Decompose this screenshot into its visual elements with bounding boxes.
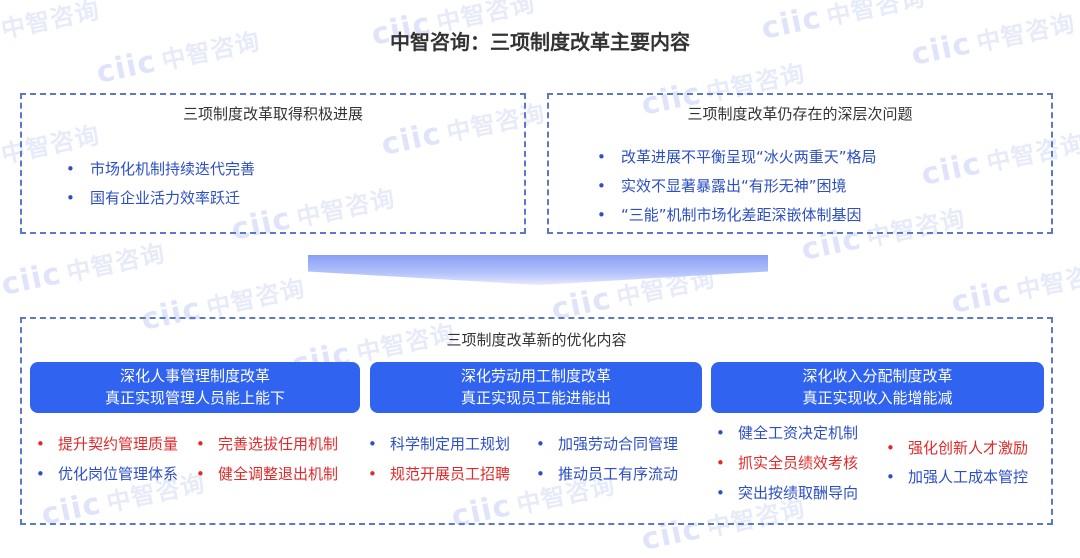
list-item: 科学制定用工规划 bbox=[368, 433, 510, 454]
list-item: 健全工资决定机制 bbox=[716, 422, 858, 443]
list-item: 改革进展不平衡呈现“冰火两重天”格局 bbox=[597, 143, 877, 172]
hr-reform-header: 深化人事管理制度改革 真正实现管理人员能上能下 bbox=[30, 362, 360, 413]
header-line: 真正实现员工能进能出 bbox=[460, 389, 611, 407]
income-reform-header: 深化收入分配制度改革 真正实现收入能增能减 bbox=[711, 362, 1044, 413]
list-item: 规范开展员工招聘 bbox=[368, 463, 510, 484]
issues-list: 改革进展不平衡呈现“冰火两重天”格局 实效不显著暴露出“有形无神”困境 “三能”… bbox=[597, 143, 877, 230]
labor-reform-header: 深化劳动用工制度改革 真正实现员工能进能出 bbox=[370, 362, 702, 413]
list-item: 加强劳动合同管理 bbox=[536, 433, 678, 454]
list-item: 优化岗位管理体系 bbox=[36, 463, 178, 484]
list-item: 抓实全员绩效考核 bbox=[716, 452, 858, 473]
header-line: 深化人事管理制度改革 bbox=[119, 367, 270, 385]
issues-box: 三项制度改革仍存在的深层次问题 改革进展不平衡呈现“冰火两重天”格局 实效不显著… bbox=[547, 93, 1053, 234]
header-line: 真正实现收入能增能减 bbox=[802, 389, 953, 407]
list-item: 国有企业活力效率跃迁 bbox=[66, 184, 255, 213]
progress-list: 市场化机制持续迭代完善 国有企业活力效率跃迁 bbox=[66, 155, 255, 213]
list-item: 实效不显著暴露出“有形无神”困境 bbox=[597, 172, 877, 201]
list-item: “三能”机制市场化差距深嵌体制基因 bbox=[597, 201, 877, 230]
header-line: 深化劳动用工制度改革 bbox=[460, 367, 611, 385]
list-item: 健全调整退出机制 bbox=[196, 463, 338, 484]
issues-box-title: 三项制度改革仍存在的深层次问题 bbox=[687, 105, 913, 123]
list-item: 市场化机制持续迭代完善 bbox=[66, 155, 255, 184]
list-item: 强化创新人才激励 bbox=[886, 437, 1028, 458]
progress-box: 三项制度改革取得积极进展 市场化机制持续迭代完善 国有企业活力效率跃迁 bbox=[20, 93, 526, 234]
list-item: 推动员工有序流动 bbox=[536, 463, 678, 484]
page-title: 中智咨询：三项制度改革主要内容 bbox=[390, 30, 690, 54]
progress-box-title: 三项制度改革取得积极进展 bbox=[182, 105, 363, 123]
header-line: 深化收入分配制度改革 bbox=[802, 367, 953, 385]
list-item: 提升契约管理质量 bbox=[36, 433, 178, 454]
header-line: 真正实现管理人员能上能下 bbox=[104, 389, 285, 407]
optimization-box-title: 三项制度改革新的优化内容 bbox=[446, 331, 627, 349]
list-item: 加强人工成本管控 bbox=[886, 466, 1028, 487]
list-item: 突出按绩取酬导向 bbox=[716, 482, 858, 503]
watermark: ciic中智咨询 bbox=[948, 256, 1080, 321]
optimization-box: 三项制度改革新的优化内容 bbox=[20, 317, 1053, 525]
list-item: 完善选拔任用机制 bbox=[196, 433, 338, 454]
watermark: ciic中智咨询 bbox=[0, 238, 168, 303]
down-arrow-band-icon bbox=[308, 255, 768, 285]
